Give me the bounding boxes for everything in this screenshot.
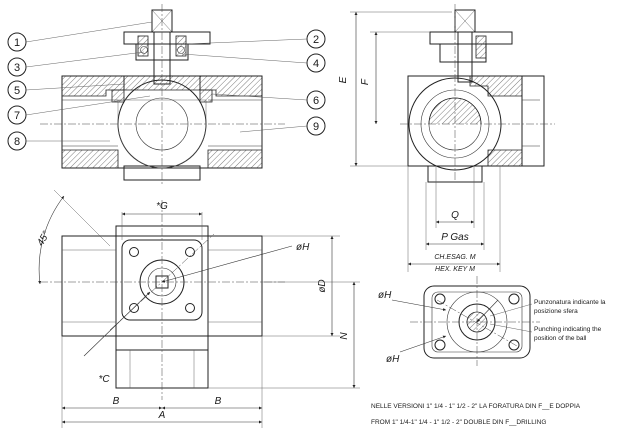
dims-top-view: *G 45° øH øD N *C B B A [35,189,360,428]
flange-detail: øH øH Punzonatura indicante la posizione… [378,276,606,366]
note-en-1: Punching indicating the [534,326,602,333]
dims-qpm: Q P Gas CH.ESAG. M HEX. KEY M [407,166,501,273]
dim-h-detail-bottom: øH [386,354,400,365]
callout-4: 4 [313,58,319,70]
dim-f: F [360,78,371,85]
dim-d: øD [317,279,328,292]
callout-5: 5 [14,85,20,97]
dim-q: Q [451,210,459,221]
dim-e: E [338,76,349,83]
callouts: 1 3 5 7 8 2 4 6 9 [7,21,326,151]
callout-8: 8 [14,136,20,148]
version-notes: NELLE VERSIONI 1" 1/4 - 1" 1/2 - 2" LA F… [371,403,581,426]
dim-a: A [158,410,166,421]
dim-m-it: CH.ESAG. M [434,254,475,261]
dim-h-top: øH [296,242,310,253]
note-versions-it: NELLE VERSIONI 1" 1/4 - 1" 1/2 - 2" LA F… [371,403,581,410]
callout-1: 1 [14,37,20,49]
dims-ef: E F [338,11,452,167]
callout-2: 2 [313,34,319,46]
note-en-2: position of the ball [534,335,587,342]
dim-n: N [339,332,350,340]
dim-p: P Gas [441,232,468,243]
dim-angle: 45° [35,229,52,248]
top-view [40,200,285,400]
callout-9: 9 [313,121,319,133]
dim-g: *G [156,201,168,212]
section-view [40,4,285,186]
note-it-2: posizione sfera [534,308,578,315]
dim-c: *C [98,374,110,385]
side-section-view [400,4,555,183]
dim-b-left: B [113,396,120,407]
note-it-1: Punzonatura indicante la [534,299,606,306]
dim-m-en: HEX. KEY M [435,266,475,273]
dim-h-detail-top: øH [378,290,392,301]
callout-6: 6 [313,95,319,107]
callout-7: 7 [14,110,20,122]
note-versions-en: FROM 1" 1/4-1" 1/4 - 1" 1/2 - 2" DOUBLE … [371,419,546,426]
dim-b-right: B [215,396,222,407]
callout-3: 3 [14,62,20,74]
